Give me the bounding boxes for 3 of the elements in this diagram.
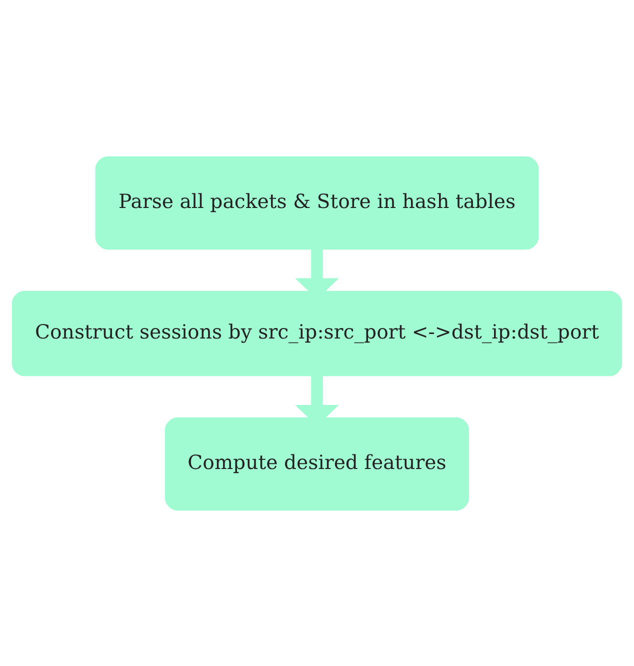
node-box: Parse all packets & Store in hash tables <box>95 156 539 250</box>
node-box: Compute desired features <box>164 416 470 510</box>
node-box: Construct sessions by src_ip:src_port <->dst_ip:dst_port <box>12 290 622 376</box>
